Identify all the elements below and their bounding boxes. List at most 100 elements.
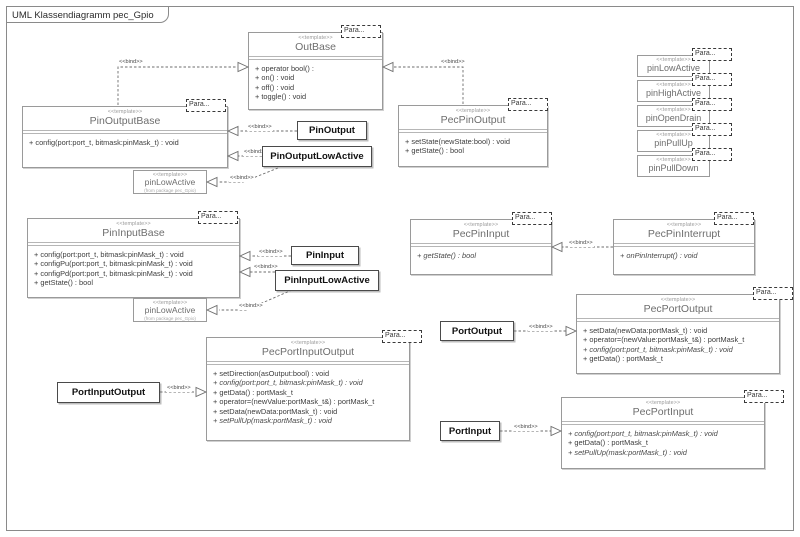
stereotype-template: <<template>> xyxy=(152,300,188,306)
arrowhead-pinlowactive-upper xyxy=(205,176,218,188)
class-title-pin-low-active-input: pinLowActive xyxy=(144,305,196,315)
class-separator xyxy=(577,318,779,322)
bind-label-pinlowactive-in: <<bind>> xyxy=(238,303,264,310)
operation: + config(port:port_t, bitmask:pinMask_t)… xyxy=(213,378,363,388)
class-pec-pin-output[interactable]: <<template>> PecPinOutput + setState(new… xyxy=(398,105,548,167)
class-header-pin-low-active-input: <<template>> pinLowActive (from package … xyxy=(134,299,206,322)
stereotype-template: <<template>> xyxy=(107,109,143,115)
class-title-policy-2: pinOpenDrain xyxy=(645,113,702,123)
template-params-pinlowactive-policy: Para... xyxy=(692,48,732,61)
class-policy-pin-low-active[interactable]: <<template>> pinLowActive xyxy=(637,55,710,77)
class-pec-port-input[interactable]: <<template>> PecPortInput + config(port:… xyxy=(561,397,765,469)
operation: + getState() : bool xyxy=(405,146,464,156)
template-params-pecportinputoutput: Para... xyxy=(382,330,422,343)
operations-pin-input-base: + config(port:port_t, bitmask:pinMask_t)… xyxy=(28,246,239,292)
class-pec-port-input-output[interactable]: <<template>> PecPortInputOutput + setDir… xyxy=(206,337,410,441)
class-title-policy-1: pinHighActive xyxy=(645,88,702,98)
operation: + off() : void xyxy=(255,82,295,92)
class-policy-pin-high-active[interactable]: <<template>> pinHighActive xyxy=(637,80,710,102)
class-separator xyxy=(28,242,239,246)
from-package-note: (from package pec_Gpio) xyxy=(144,187,196,193)
operation: + configPd(port:port_t, bitmask:pinMask_… xyxy=(34,268,193,278)
bound-class-pin-output-low-active[interactable]: PinOutputLowActive xyxy=(262,146,372,167)
class-pec-pin-interrupt[interactable]: <<template>> PecPinInterrupt + onPinInte… xyxy=(613,219,755,275)
arrowhead-pecportinput xyxy=(550,425,563,437)
class-policy-pin-pull-up[interactable]: <<template>> pinPullUp xyxy=(637,130,710,152)
template-params-pinpulldown-policy: Para... xyxy=(692,148,732,161)
stereotype-template: <<template>> xyxy=(656,132,691,138)
operations-pec-pin-interrupt: + onPinInterrupt() : void xyxy=(614,247,754,264)
bound-class-label: PortInput xyxy=(448,425,492,437)
arrowhead-pinoutputbase-2 xyxy=(226,150,239,162)
bound-class-label: PinInputLowActive xyxy=(284,275,370,286)
operations-out-base: + operator bool() : + on() : void + off(… xyxy=(249,60,382,106)
class-separator xyxy=(614,243,754,247)
template-params-pecportoutput: Para... xyxy=(753,287,793,300)
operation: + getData() : portMask_t xyxy=(213,387,293,397)
arrowhead-pecpininput xyxy=(550,241,563,253)
class-policy-pin-pull-down[interactable]: <<template>> pinPullDown xyxy=(637,155,710,177)
bind-label-pininput: <<bind>> xyxy=(258,249,284,256)
arrowhead-pininputbase-1 xyxy=(238,250,251,262)
class-pec-port-output[interactable]: <<template>> PecPortOutput + setData(new… xyxy=(576,294,780,374)
operation: + getData() : portMask_t xyxy=(583,354,663,364)
bind-label-portinput: <<bind>> xyxy=(513,424,539,431)
bound-class-label: PortInputOutput xyxy=(71,387,146,398)
bound-class-port-output[interactable]: PortOutput xyxy=(440,321,514,341)
class-out-base[interactable]: <<template>> OutBase + operator bool() :… xyxy=(248,32,383,110)
class-header-policy-2: <<template>> pinOpenDrain xyxy=(638,106,709,123)
arrowhead-outbase-left xyxy=(237,61,250,73)
class-header-pec-pin-input: <<template>> PecPinInput xyxy=(411,220,551,243)
connector-pinoutputbase-outbase xyxy=(117,66,248,105)
arrowhead-outbase-right xyxy=(381,61,394,73)
connector-pecpinoutput-outbase xyxy=(383,66,464,104)
class-separator xyxy=(207,361,409,365)
arrowhead-pecportinputoutput xyxy=(195,386,208,398)
class-pin-low-active-input[interactable]: <<template>> pinLowActive (from package … xyxy=(133,298,207,322)
bound-class-port-input[interactable]: PortInput xyxy=(440,421,500,441)
template-params-pinopendrain-policy: Para... xyxy=(692,98,732,111)
arrowhead-group xyxy=(195,61,578,437)
operation: + setData(newData:portMask_t) : void xyxy=(583,326,708,335)
operation: + setPullUp(mask:portMask_t) : void xyxy=(568,447,687,457)
operation: + getState() : bool xyxy=(417,251,476,260)
template-params-pininputbase: Para... xyxy=(198,211,238,224)
bound-class-pin-output[interactable]: PinOutput xyxy=(297,121,367,140)
class-pin-low-active-output[interactable]: <<template>> pinLowActive (from package … xyxy=(133,170,207,194)
stereotype-template: <<template>> xyxy=(290,340,326,346)
class-policy-pin-open-drain[interactable]: <<template>> pinOpenDrain xyxy=(637,105,710,127)
stereotype-template: <<template>> xyxy=(455,108,491,114)
diagram-title-tab: UML Klassendiagramm pec_Gpio xyxy=(6,6,169,23)
class-header-pec-pin-output: <<template>> PecPinOutput xyxy=(399,106,547,129)
class-pin-output-base[interactable]: <<template>> PinOutputBase + config(port… xyxy=(22,106,228,168)
bind-label-pinoutputbase-outbase: <<bind>> xyxy=(118,59,144,66)
class-pec-pin-input[interactable]: <<template>> PecPinInput + getState() : … xyxy=(410,219,552,275)
operations-pec-pin-output: + setState(newState:bool) : void + getSt… xyxy=(399,133,547,160)
bound-class-pin-input-low-active[interactable]: PinInputLowActive xyxy=(275,270,379,291)
bound-class-label: PinOutputLowActive xyxy=(270,151,364,162)
template-params-pinpullup-policy: Para... xyxy=(692,123,732,136)
class-separator xyxy=(411,243,551,247)
class-header-policy-3: <<template>> pinPullUp xyxy=(638,131,709,148)
template-params-pecportinput: Para... xyxy=(744,390,784,403)
class-header-pec-port-output: <<template>> PecPortOutput xyxy=(577,295,779,318)
operation: + getState() : bool xyxy=(34,278,93,288)
operation: + operator=(newValue:portMask_t&) : port… xyxy=(213,397,375,407)
arrowhead-pininputbase-2 xyxy=(238,266,251,278)
class-header-policy-1: <<template>> pinHighActive xyxy=(638,81,709,98)
operation: + setDirection(asOutput:bool) : void xyxy=(213,369,330,378)
class-pin-input-base[interactable]: <<template>> PinInputBase + config(port:… xyxy=(27,218,240,298)
operation: + on() : void xyxy=(255,73,295,83)
class-separator xyxy=(249,56,382,60)
stereotype-template: <<template>> xyxy=(463,222,499,228)
bound-class-pin-input[interactable]: PinInput xyxy=(291,246,359,265)
class-header-pin-low-active-output: <<template>> pinLowActive (from package … xyxy=(134,171,206,194)
class-header-pec-port-input-output: <<template>> PecPortInputOutput xyxy=(207,338,409,361)
bind-label-pecpininterrupt: <<bind>> xyxy=(568,240,594,247)
bound-class-port-input-output[interactable]: PortInputOutput xyxy=(57,382,160,403)
class-header-out-base: <<template>> OutBase xyxy=(249,33,382,56)
class-title-policy-0: pinLowActive xyxy=(646,63,701,73)
operation: + configPu(port:port_t, bitmask:pinMask_… xyxy=(34,259,193,269)
